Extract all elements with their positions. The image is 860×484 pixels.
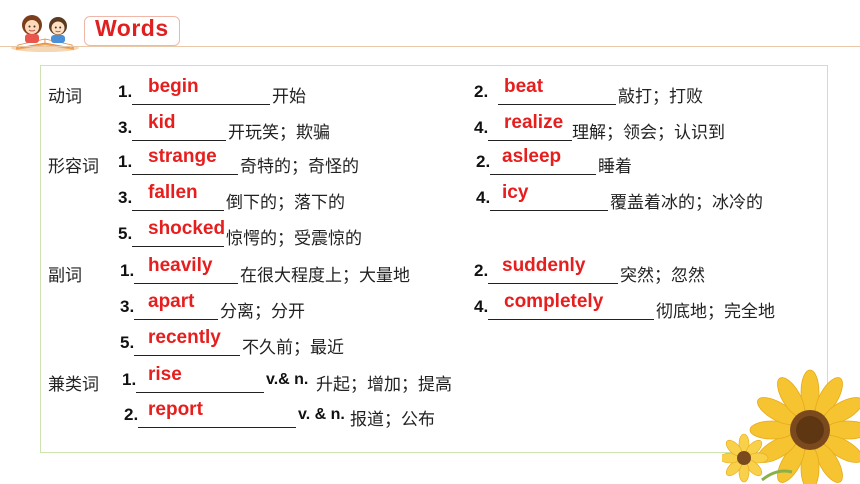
answer-blank: [132, 246, 224, 247]
word-meaning: 敲打；打败: [618, 87, 703, 107]
answer-word: strange: [148, 146, 217, 167]
part-of-speech: v. & n.: [298, 406, 345, 423]
answer-word: shocked: [148, 218, 226, 239]
answer-word: report: [148, 399, 203, 420]
answer-blank: [132, 140, 226, 141]
part-of-speech: v.& n.: [266, 371, 309, 388]
answer-blank: [136, 392, 264, 393]
item-number: 1.: [118, 82, 133, 101]
word-meaning: 开始: [272, 87, 306, 107]
word-meaning: 奇特的；奇怪的: [240, 157, 359, 177]
answer-blank: [490, 174, 596, 175]
item-number: 1.: [120, 261, 135, 280]
answer-blank: [490, 210, 608, 211]
item-number: 5.: [118, 224, 133, 243]
answer-blank: [134, 355, 240, 356]
word-meaning: 不久前；最近: [242, 338, 344, 358]
answer-blank: [134, 283, 238, 284]
answer-blank: [132, 210, 224, 211]
item-number: 4.: [474, 297, 489, 316]
answer-word: begin: [148, 76, 199, 97]
word-meaning: 开玩笑；欺骗: [228, 123, 330, 143]
kids-reading-logo: [11, 15, 79, 52]
answer-word: kid: [148, 112, 176, 133]
header-divider: [0, 46, 860, 47]
vocabulary-box: [40, 65, 828, 453]
word-meaning: 分离；分开: [220, 302, 305, 322]
category-multi: 兼类词: [48, 375, 99, 395]
answer-word: recently: [148, 327, 221, 348]
item-number: 2.: [474, 261, 489, 280]
item-number: 2.: [474, 82, 489, 101]
answer-blank: [488, 319, 654, 320]
word-meaning: 彻底地；完全地: [656, 302, 775, 322]
category-verb: 动词: [48, 87, 82, 107]
item-number: 3.: [120, 297, 135, 316]
sunflower-decoration: [722, 369, 860, 484]
item-number: 1.: [122, 370, 137, 389]
answer-blank: [132, 174, 238, 175]
answer-blank: [488, 283, 618, 284]
answer-word: realize: [504, 112, 564, 133]
page-title: Words: [95, 15, 169, 41]
answer-blank: [138, 427, 296, 428]
word-meaning: 覆盖着冰的；冰冷的: [610, 193, 763, 213]
answer-blank: [498, 104, 616, 105]
answer-blank: [134, 319, 218, 320]
word-meaning: 在很大程度上；大量地: [240, 266, 410, 286]
item-number: 3.: [118, 188, 133, 207]
word-meaning: 突然；忽然: [620, 266, 705, 286]
category-adjective: 形容词: [48, 157, 99, 177]
item-number: 1.: [118, 152, 133, 171]
answer-word: icy: [502, 182, 529, 203]
answer-blank: [132, 104, 270, 105]
word-meaning: 升起；增加；提高: [316, 375, 452, 395]
item-number: 2.: [124, 405, 139, 424]
title-badge: [84, 16, 180, 46]
item-number: 2.: [476, 152, 491, 171]
item-number: 4.: [474, 118, 489, 137]
answer-word: heavily: [148, 255, 213, 276]
item-number: 3.: [118, 118, 133, 137]
word-meaning: 惊愕的；受震惊的: [226, 229, 362, 249]
item-number: 5.: [120, 333, 135, 352]
item-number: 4.: [476, 188, 491, 207]
answer-word: suddenly: [502, 255, 586, 276]
answer-word: fallen: [148, 182, 198, 203]
word-meaning: 报道；公布: [350, 410, 435, 430]
word-meaning: 倒下的；落下的: [226, 193, 345, 213]
word-meaning: 睡着: [598, 157, 632, 177]
word-meaning: 理解；领会；认识到: [572, 123, 725, 143]
category-adverb: 副词: [48, 266, 82, 286]
answer-word: rise: [148, 364, 182, 385]
answer-word: apart: [148, 291, 195, 312]
answer-word: asleep: [502, 146, 562, 167]
answer-blank: [488, 140, 572, 141]
answer-word: completely: [504, 291, 604, 312]
answer-word: beat: [504, 76, 544, 97]
